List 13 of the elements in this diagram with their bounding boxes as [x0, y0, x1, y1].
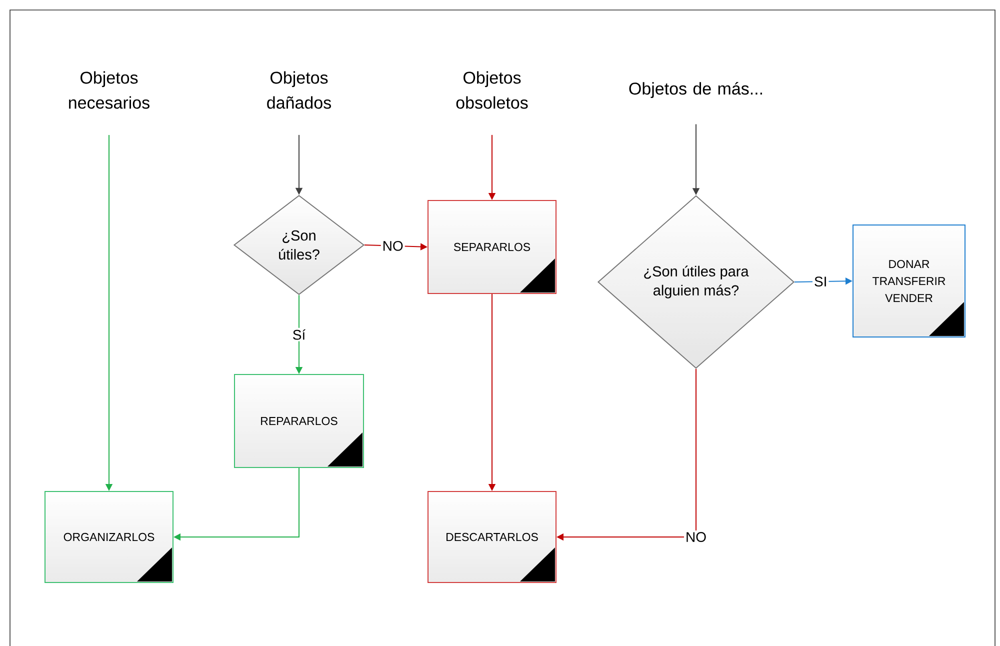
heading-text: Objetos obsoletos: [456, 71, 528, 109]
process-box: REPARARLOS: [234, 374, 364, 468]
process-box: SEPARARLOS: [428, 200, 556, 294]
process-box: DESCARTARLOS: [428, 491, 556, 583]
heading-text: Objetos necesarios: [69, 71, 150, 109]
heading-text: Objetos de más...: [629, 82, 762, 98]
edge-label: NO: [380, 239, 405, 252]
heading-text: Objetos dañados: [267, 71, 331, 109]
edge-label: Sí: [290, 328, 308, 342]
process-box: DONAR TRANSFERIR VENDER: [852, 224, 966, 338]
edge-label: NO: [684, 530, 708, 544]
process-box: ORGANIZARLOS: [44, 491, 174, 583]
edge-label: SI: [812, 275, 829, 288]
